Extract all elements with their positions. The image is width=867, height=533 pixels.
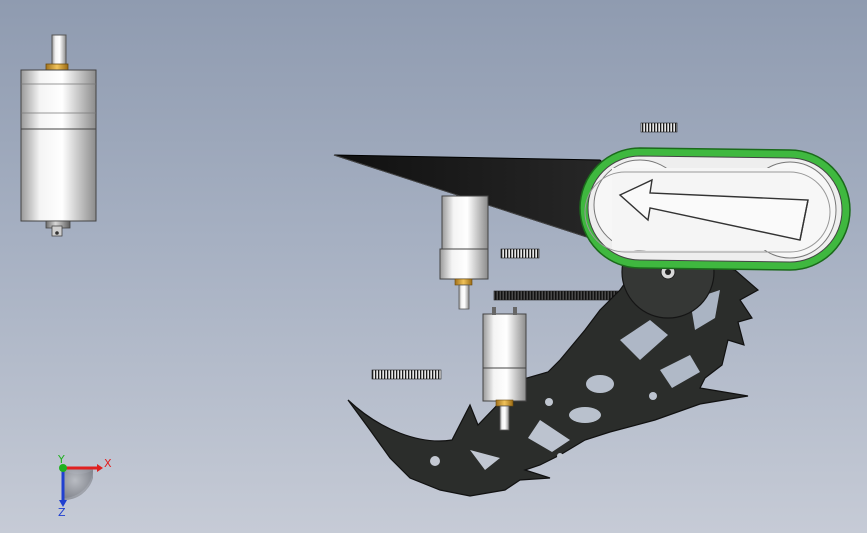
motor-upper[interactable] <box>439 195 489 310</box>
gear-rack-left[interactable] <box>371 369 442 380</box>
track-module[interactable] <box>579 147 851 271</box>
gear-rack-mid[interactable] <box>500 248 540 259</box>
motor-shaft <box>51 34 67 68</box>
motor-body <box>20 128 97 222</box>
y-axis-dot <box>59 464 67 472</box>
motor-gearbox <box>20 69 97 130</box>
motor-upper-gearbox <box>441 195 489 252</box>
gear-rack-long[interactable] <box>493 290 619 301</box>
motor-lower[interactable] <box>482 307 527 431</box>
motor-isometric[interactable] <box>20 34 97 237</box>
motor-lower-body <box>482 367 527 402</box>
motor-lower-gearbox <box>482 313 527 371</box>
gear-rack-top[interactable] <box>640 122 678 133</box>
y-axis-label: Y <box>57 453 65 466</box>
motor-terminal <box>51 225 63 237</box>
z-axis-label: Z <box>58 506 66 519</box>
motor-lower-shaft <box>499 405 510 431</box>
x-axis-label: X <box>104 457 112 470</box>
motor-upper-body <box>439 248 489 280</box>
motor-upper-shaft <box>458 284 470 310</box>
coordinate-triad: X Y Z <box>57 453 112 519</box>
